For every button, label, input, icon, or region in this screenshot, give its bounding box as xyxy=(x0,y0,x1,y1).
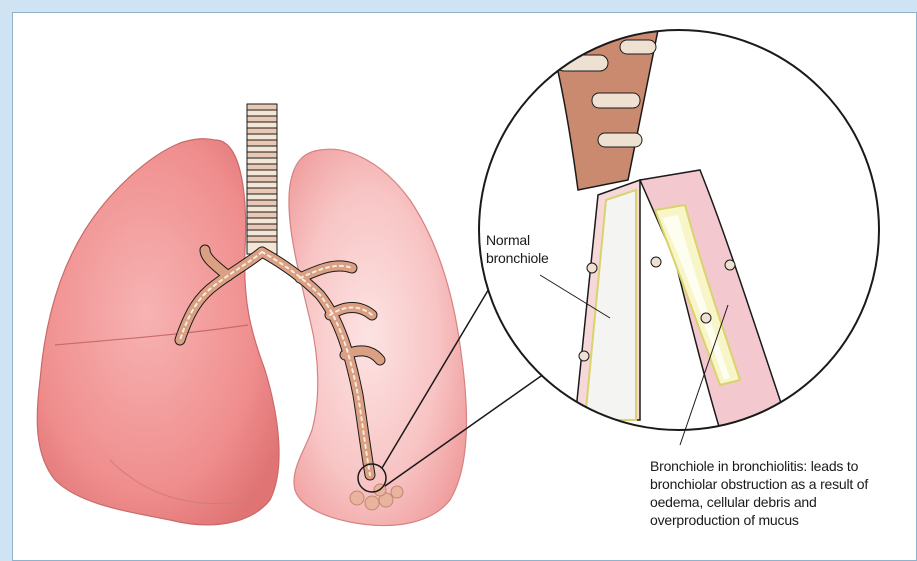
label-line: Bronchiole in bronchiolitis: leads to xyxy=(650,457,915,475)
bronchiolitis-label: Bronchiole in bronchiolitis: leads to br… xyxy=(650,457,915,529)
normal-bronchiole-label: Normal bronchiole xyxy=(486,231,576,267)
left-lung xyxy=(37,139,279,525)
label-line: bronchiolar obstruction as a result of xyxy=(650,475,915,493)
label-line: bronchiole xyxy=(486,249,576,267)
label-line: overproduction of mucus xyxy=(650,511,915,529)
label-line: oedema, cellular debris and xyxy=(650,493,915,511)
trachea xyxy=(247,104,277,254)
label-line: Normal xyxy=(486,231,576,249)
right-lung xyxy=(289,149,467,525)
